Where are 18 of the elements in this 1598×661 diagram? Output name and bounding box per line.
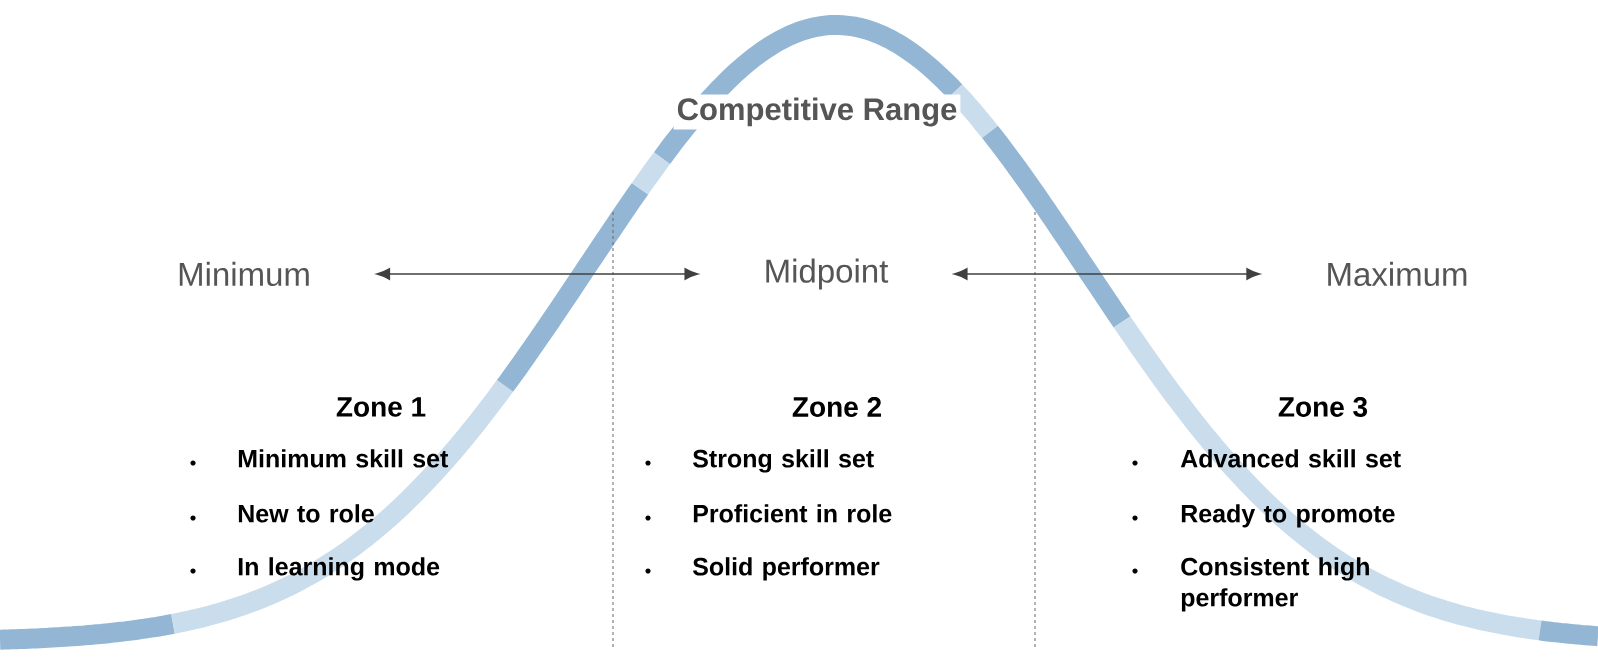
bullet-item: Solid performer [645,557,880,581]
range-label: Midpoint [766,258,889,290]
range-label: Maximum [1328,261,1467,287]
double-arrow [376,268,699,280]
range-label: Minimum [179,261,309,287]
bullet-item: Minimum skill set [190,449,449,468]
double-arrow [953,268,1261,280]
bullet-item: Ready to promote [1132,504,1395,528]
zone-heading: Zone 3 [1278,397,1368,417]
bullet-item: Proficient in role [645,504,892,523]
bullet-item: New to role [190,504,374,523]
bullet-item: Strong skill set [645,449,874,473]
zone-heading: Zone 2 [792,397,881,417]
zone-heading: Zone 1 [336,397,426,417]
title: Competitive Range [673,94,961,130]
bullet-item: Consistent high performer [1132,557,1369,612]
bullet-item: In learning mode [190,557,440,581]
bullet-item: Advanced skill set [1132,449,1401,468]
